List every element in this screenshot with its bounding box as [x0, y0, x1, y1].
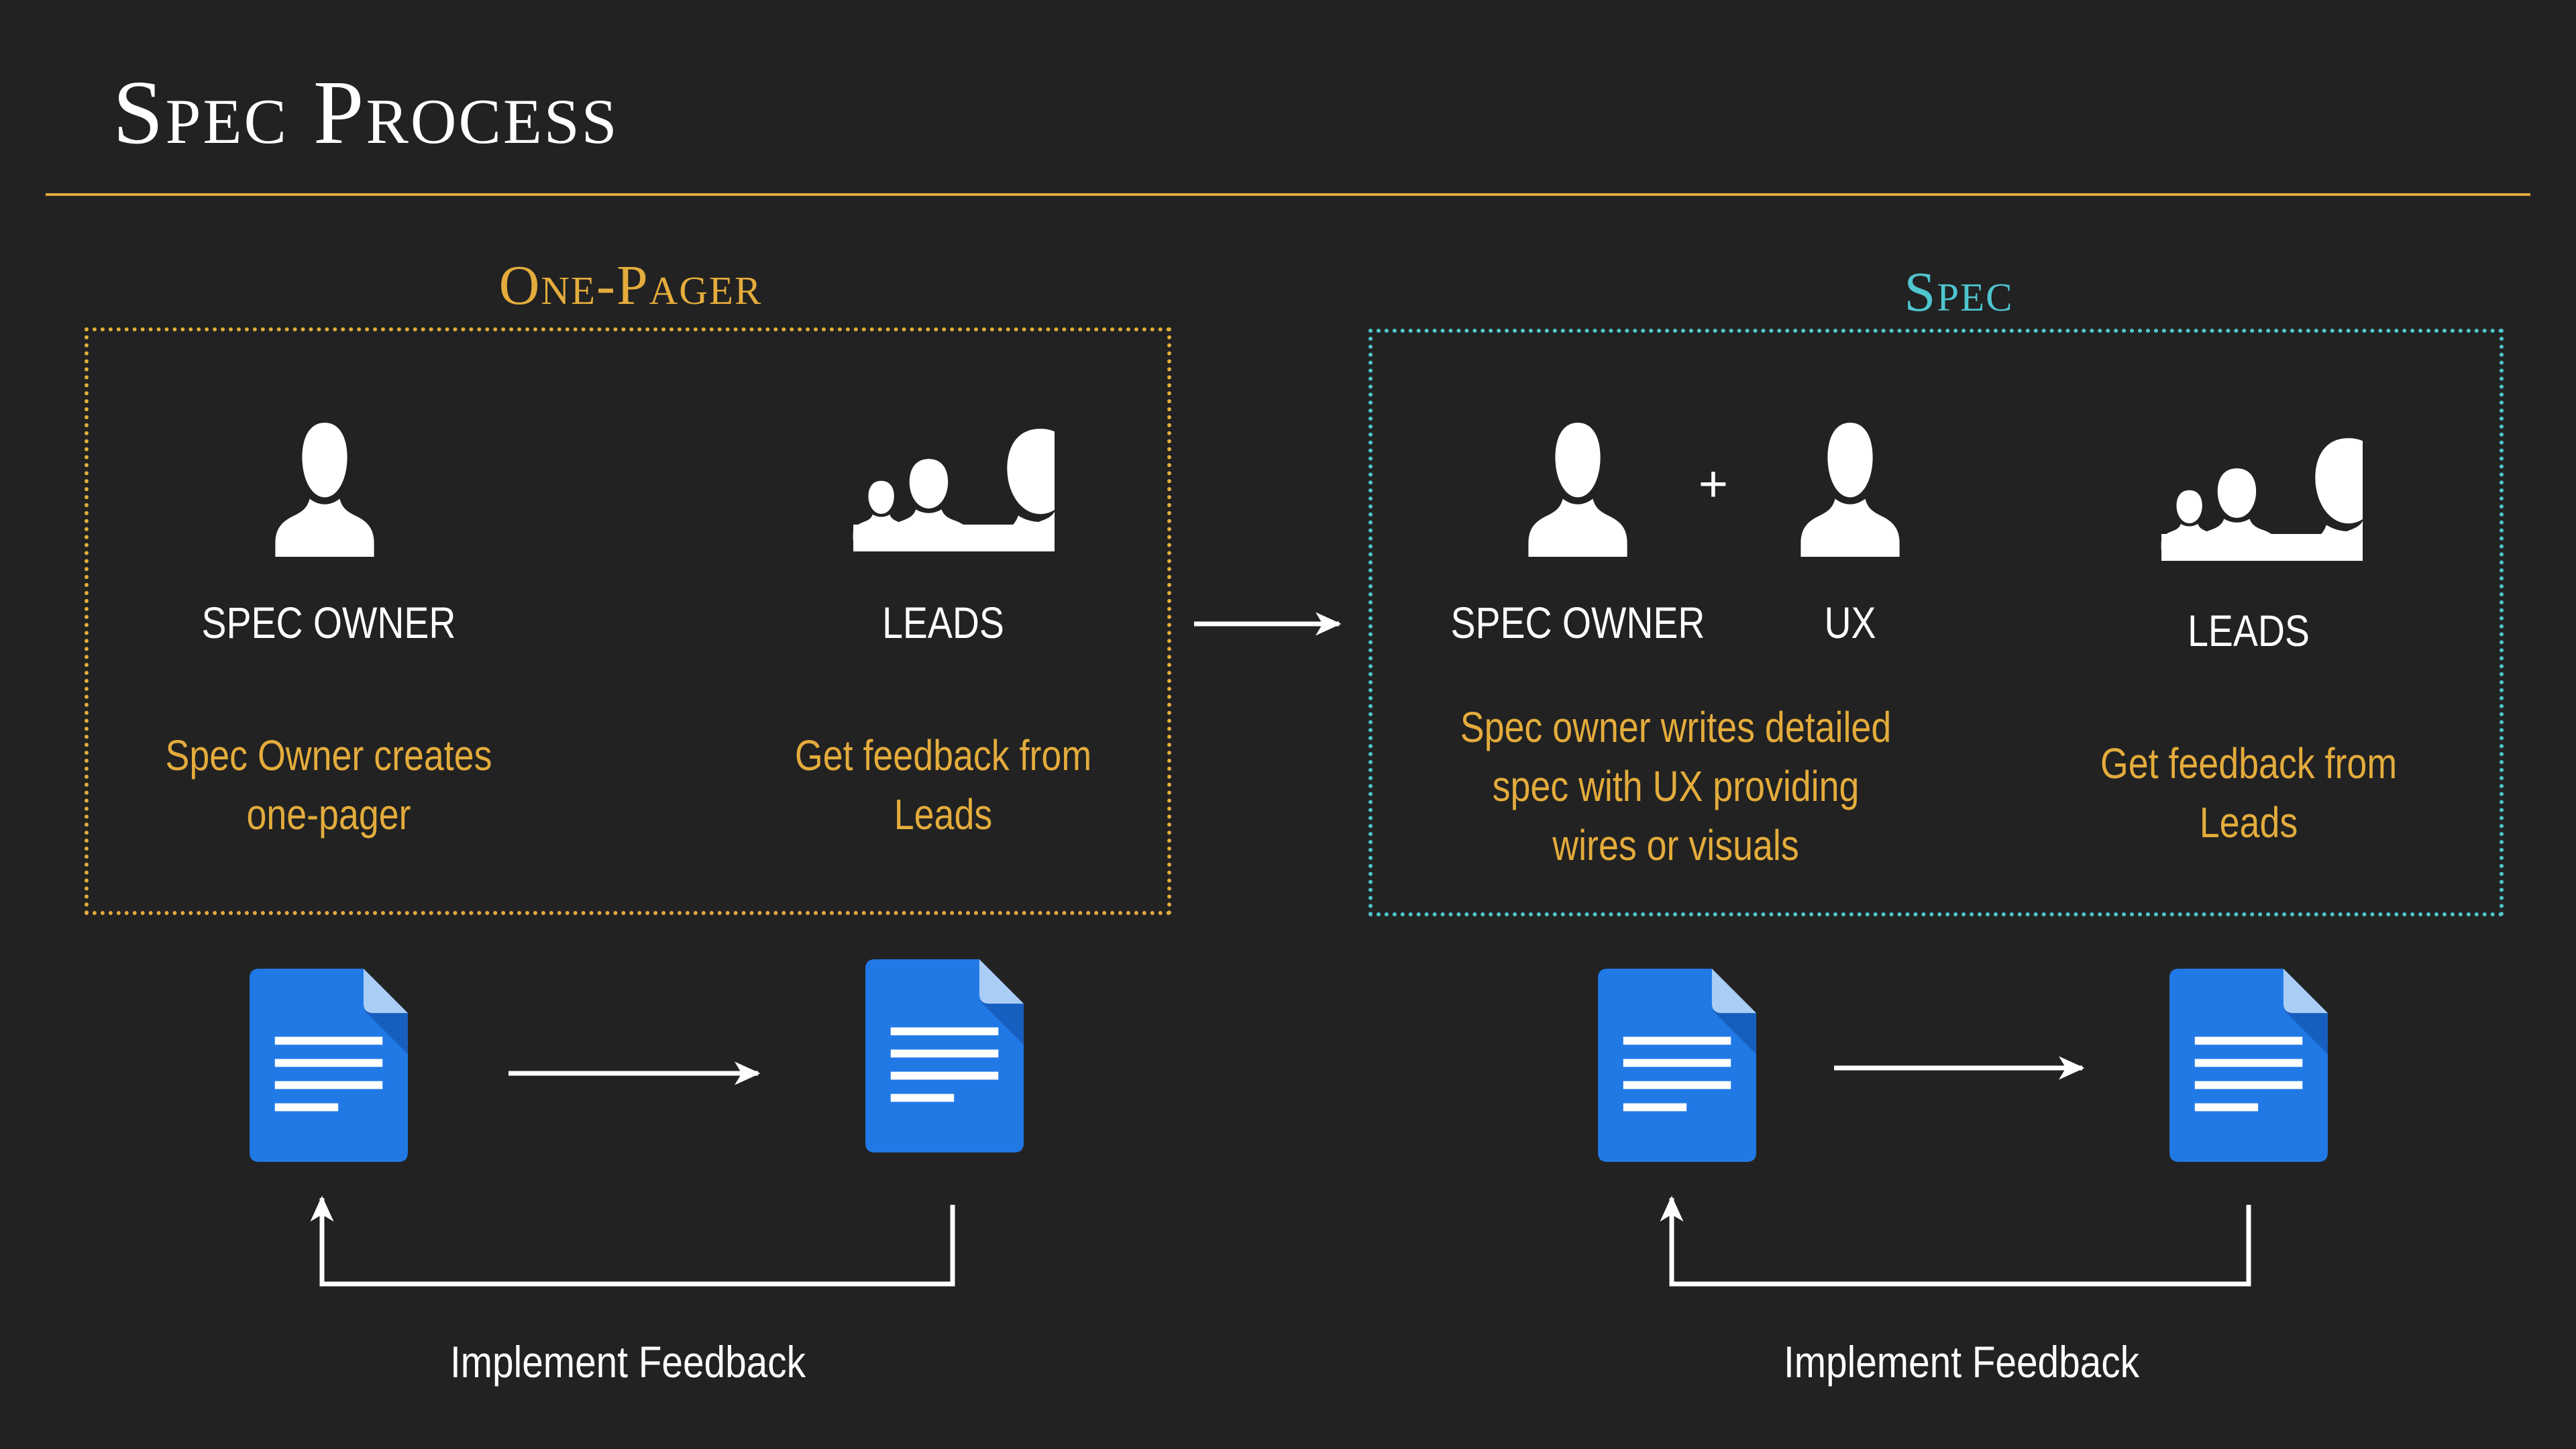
implement-feedback-label: Implement Feedback	[449, 1337, 806, 1387]
description-line: Spec Owner creates	[165, 731, 492, 780]
description-line: Leads	[894, 790, 993, 839]
leads-description: Get feedback from Leads	[769, 726, 1118, 844]
ux-label: UX	[1824, 598, 1876, 647]
person-icon	[1524, 419, 1631, 557]
person-icon	[271, 419, 378, 557]
spec-owner-description: Spec Owner creates one-pager	[154, 726, 504, 844]
group-icon	[826, 424, 1055, 551]
description-line: one-pager	[246, 790, 411, 839]
one-pager-title: One-Pager	[498, 254, 763, 317]
spec-owner-label: SPEC OWNER	[201, 598, 456, 647]
plus-sign: +	[1698, 455, 1729, 513]
group-icon	[2135, 433, 2363, 561]
description-line: Get feedback from	[2100, 739, 2398, 788]
implement-feedback-label: Implement Feedback	[1783, 1337, 2140, 1387]
description-line: Get feedback from	[794, 731, 1092, 780]
document-icon	[250, 969, 408, 1162]
description-line: Spec owner writes detailed	[1460, 703, 1892, 751]
document-icon	[865, 959, 1024, 1152]
slide-title: Spec Process	[113, 62, 619, 163]
leads-description: Get feedback from Leads	[2068, 734, 2429, 852]
description-line: Leads	[2199, 798, 2298, 847]
feedback-loop-arrow-icon	[1660, 1195, 2251, 1287]
description-line: spec with UX providing	[1492, 762, 1860, 810]
document-icon	[2169, 969, 2328, 1162]
owner-ux-description: Spec owner writes detailed spec with UX …	[1422, 698, 1929, 875]
spec-title: Spec	[1904, 261, 2014, 323]
spec-owner-label: SPEC OWNER	[1450, 598, 1705, 647]
spec-box	[1368, 329, 2504, 916]
description-line: wires or visuals	[1552, 821, 1799, 869]
leads-label: LEADS	[2188, 606, 2310, 655]
feedback-loop-arrow-icon	[310, 1195, 955, 1287]
leads-label: LEADS	[882, 598, 1004, 647]
document-icon	[1598, 969, 1756, 1162]
person-icon	[1796, 419, 1904, 557]
title-divider	[46, 193, 2530, 196]
one-pager-box	[85, 327, 1171, 915]
